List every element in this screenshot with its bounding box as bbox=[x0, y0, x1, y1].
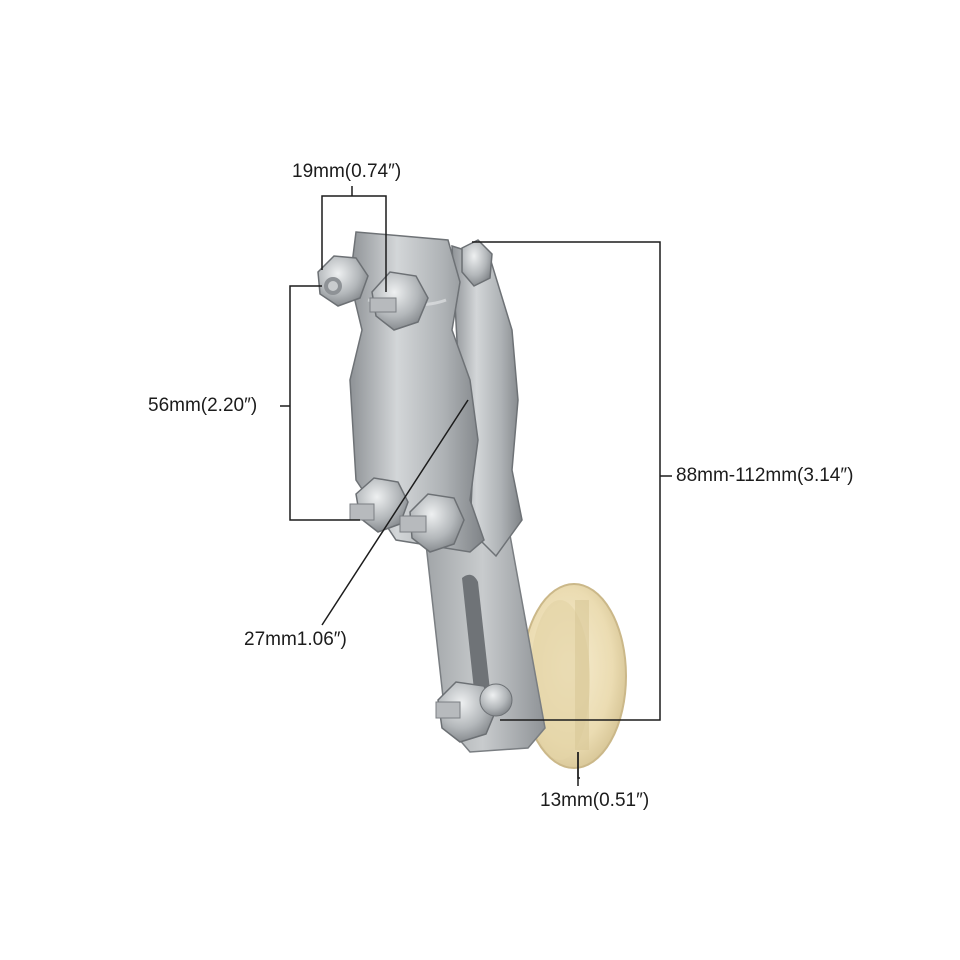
pulley-wheel bbox=[521, 583, 627, 769]
dimension-lines bbox=[280, 186, 672, 786]
bolt-spacing-label: 19mm(0.74″) bbox=[292, 161, 402, 182]
top-left-nut bbox=[317, 255, 369, 307]
bolt-spacing-bracket bbox=[321, 195, 387, 292]
mount-height-label: 56mm(2.20″) bbox=[148, 395, 258, 416]
top-back-nut bbox=[461, 239, 493, 287]
overall-length-label: 88mm-112mm(3.14″) bbox=[676, 465, 854, 486]
bottom-nut bbox=[435, 681, 513, 743]
middle-right-nut bbox=[399, 493, 465, 553]
middle-left-nut bbox=[349, 477, 409, 533]
arm-width-leader bbox=[321, 399, 469, 626]
mount-height-bracket bbox=[289, 285, 360, 521]
overall-length-bracket bbox=[472, 241, 661, 721]
arm-width-label: 27mm1.06″) bbox=[244, 629, 347, 650]
wheel-width-label: 13mm(0.51″) bbox=[540, 790, 650, 811]
